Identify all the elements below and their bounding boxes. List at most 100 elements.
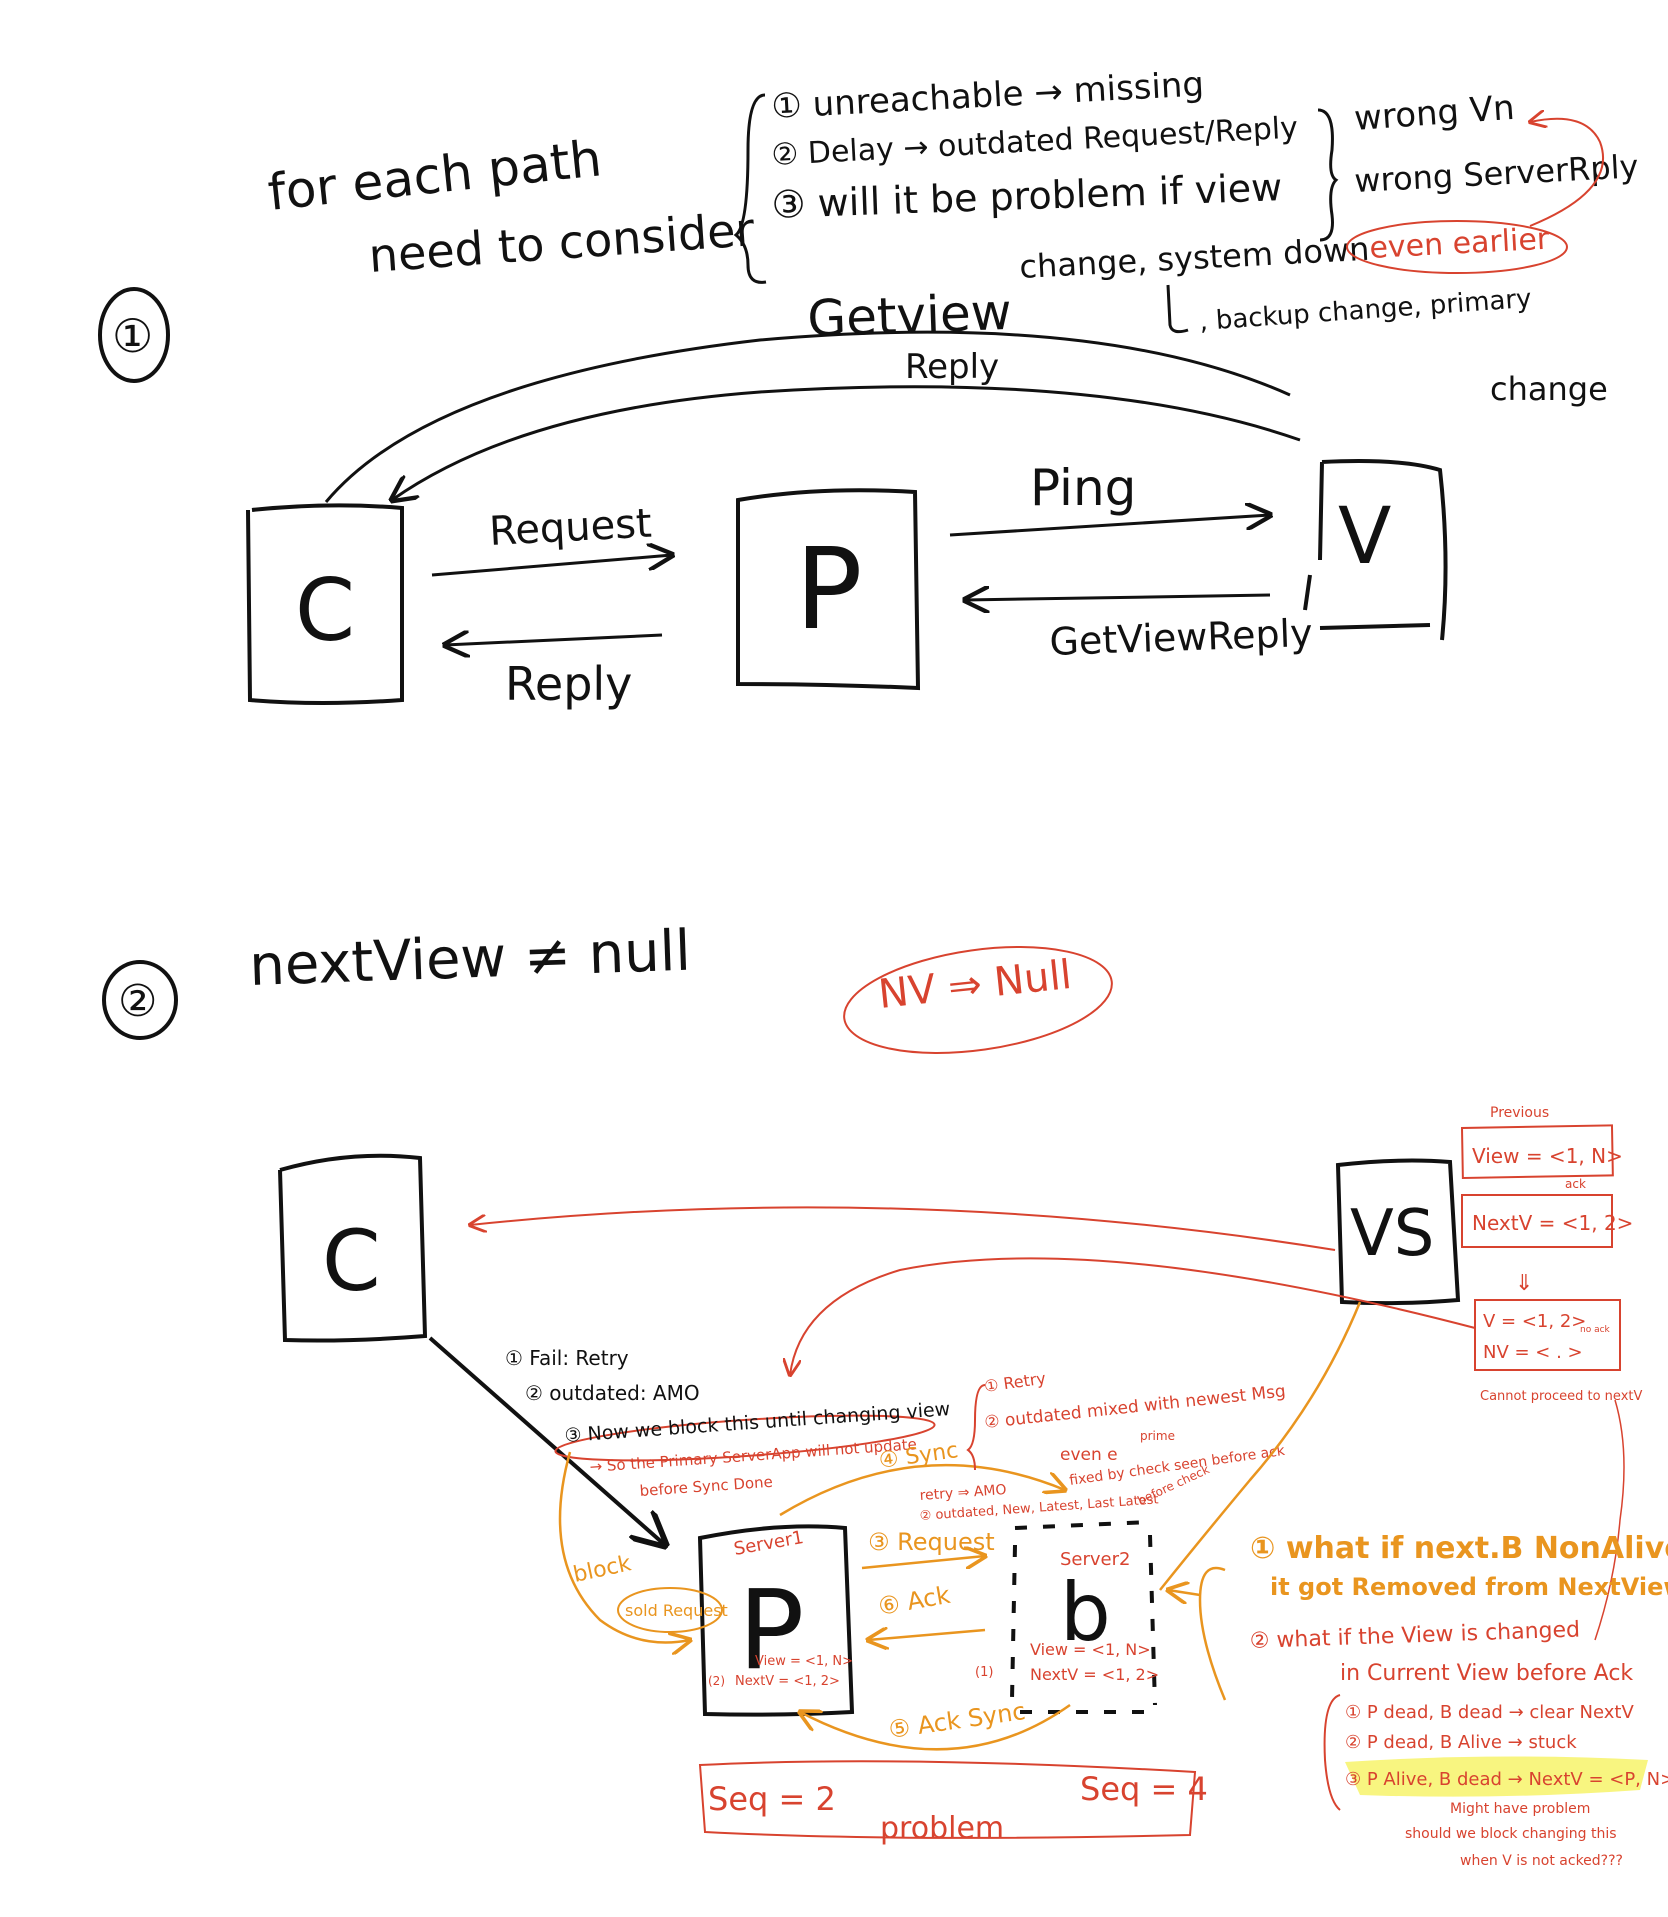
reply-top-label: Reply	[905, 347, 999, 387]
client-note-1: ① Fail: Retry	[505, 1346, 629, 1370]
consider-3: ③ will it be problem if view	[771, 165, 1283, 227]
block-label: block	[571, 1551, 634, 1588]
vs-v-box	[1474, 1299, 1621, 1371]
request2-label: ③ Request	[868, 1528, 995, 1556]
b-view: View = <1, N>	[1030, 1640, 1151, 1659]
section-2: ② nextView ≠ null NV ⇒ Null C VS P Serve…	[102, 919, 1668, 1869]
node-p-label: P	[795, 525, 863, 655]
reply-label: Reply	[505, 657, 632, 711]
reply-arrow	[445, 635, 663, 645]
when-not-acked: when V is not acked???	[1460, 1853, 1623, 1869]
should-block: should we block changing this	[1405, 1826, 1617, 1842]
vs-ack-small: ack	[1565, 1177, 1586, 1191]
vs-to-b-line	[1159, 1301, 1362, 1591]
server2-label: Server2	[1060, 1549, 1130, 1570]
request-label: Request	[488, 501, 653, 555]
might-problem: Might have problem	[1450, 1801, 1590, 1817]
case-2: ② P dead, B Alive → stuck	[1345, 1732, 1577, 1753]
even-earlier-circle	[1346, 220, 1568, 274]
p-view: View = <1, N>	[755, 1654, 853, 1669]
node-p-box	[736, 488, 921, 691]
seq4-label: Seq = 4	[1080, 1770, 1208, 1808]
prime-note: prime	[1140, 1429, 1175, 1443]
node-v-box	[1303, 459, 1448, 641]
request-arrow	[431, 555, 672, 577]
vs-down-arrow: ⇓	[1515, 1271, 1533, 1296]
consider-pointer	[1166, 284, 1189, 334]
node-p2-label: P	[738, 1566, 804, 1694]
section-1-number: ①	[112, 309, 153, 363]
node-c2-box	[278, 1153, 428, 1343]
retry-amo: retry ⇒ AMO	[919, 1482, 1007, 1504]
wrong-vn: wrong Vn	[1353, 88, 1516, 139]
reply-arc	[392, 385, 1301, 500]
getview-arc	[324, 330, 1291, 503]
node-vs-label: VS	[1350, 1197, 1434, 1271]
vs-no-ack: no ack	[1580, 1325, 1611, 1335]
seq2-label: Seq = 2	[708, 1780, 836, 1818]
even-earlier-arrow	[1530, 119, 1605, 227]
getview-label: Getview	[806, 283, 1012, 348]
node-p2-box	[697, 1524, 855, 1717]
c-to-p-arrow	[428, 1336, 665, 1545]
nv-null-circle	[843, 946, 1113, 1054]
consider-3-cont3: change	[1490, 370, 1608, 408]
problem-label: problem	[880, 1811, 1004, 1846]
what-if-arrow	[1168, 1590, 1201, 1595]
b-mark: (1)	[975, 1665, 993, 1680]
getviewreply-label: GetViewReply	[1049, 611, 1314, 664]
vs-to-p-arrow	[790, 1257, 1476, 1375]
case-3: ③ P Alive, B dead → NextV = <P, N>	[1345, 1769, 1668, 1790]
vs-v: V = <1, 2>	[1483, 1311, 1586, 1332]
primary-note-2: before Sync Done	[639, 1473, 773, 1500]
vs-view: View = <1, N>	[1472, 1144, 1623, 1168]
ack-sync-arc	[800, 1703, 1071, 1751]
cannot-proceed: Cannot proceed to nextV	[1480, 1389, 1642, 1404]
retry-note-1: ① Retry	[983, 1369, 1047, 1396]
what-if-1a: ① what if next.B NonAlive	[1250, 1531, 1668, 1566]
b-nextv: NextV = <1, 2>	[1030, 1665, 1159, 1684]
client-note-2: ② outdated: AMO	[525, 1381, 700, 1405]
section-2-title: nextView ≠ null	[248, 919, 692, 999]
node-b-label: b	[1060, 1566, 1111, 1659]
vs-to-c-arrow	[470, 1206, 1336, 1251]
p-mark: (2)	[708, 1674, 725, 1688]
vs-side-line	[1594, 1399, 1625, 1641]
seq-box	[698, 1760, 1197, 1839]
consider-1: ① unreachable → missing	[770, 64, 1205, 127]
ping-label: Ping	[1030, 459, 1136, 517]
p-nextv: NextV = <1, 2>	[735, 1674, 840, 1689]
section-2-circle	[102, 960, 178, 1040]
cases-brace	[1323, 1694, 1341, 1811]
getviewreply-arrow	[965, 595, 1271, 600]
what-if-2a: ② what if the View is changed	[1249, 1617, 1580, 1654]
ack-label: ⑥ Ack	[876, 1581, 952, 1621]
block-loop	[558, 1451, 690, 1643]
retry-brace	[966, 1384, 986, 1471]
node-v-label: V	[1338, 492, 1391, 582]
node-c-label: C	[295, 561, 355, 661]
vs-view-box	[1460, 1124, 1614, 1180]
what-if-2b: in Current View before Ack	[1340, 1661, 1633, 1686]
vs-nv: NV = < . >	[1483, 1342, 1583, 1363]
ack-arrow	[868, 1630, 986, 1640]
case-1: ① P dead, B dead → clear NextV	[1345, 1702, 1634, 1723]
header-brace	[733, 93, 767, 284]
header-line1: for each path	[265, 129, 604, 222]
client-note-3-circle	[554, 1414, 936, 1462]
even-fixed-1: even e	[1060, 1445, 1118, 1465]
node-b-box	[1010, 1520, 1157, 1714]
sync-arc	[779, 1464, 1065, 1517]
consider-3-cont2: , backup change, primary	[1198, 284, 1532, 337]
section-1-circle	[98, 287, 170, 383]
request2-arrow	[861, 1556, 985, 1570]
previous-label: Previous	[1490, 1105, 1549, 1121]
wrong-server-reply: wrong ServerRply	[1353, 147, 1639, 200]
sold-request-label: sold Request	[625, 1601, 728, 1620]
section-2-number: ②	[118, 976, 157, 1027]
vs-nextv: NextV = <1, 2>	[1472, 1211, 1633, 1235]
vs-nextv-box	[1461, 1194, 1613, 1248]
consider-3-cont: change, system down	[1018, 230, 1370, 286]
what-if-brace	[1198, 1566, 1227, 1701]
